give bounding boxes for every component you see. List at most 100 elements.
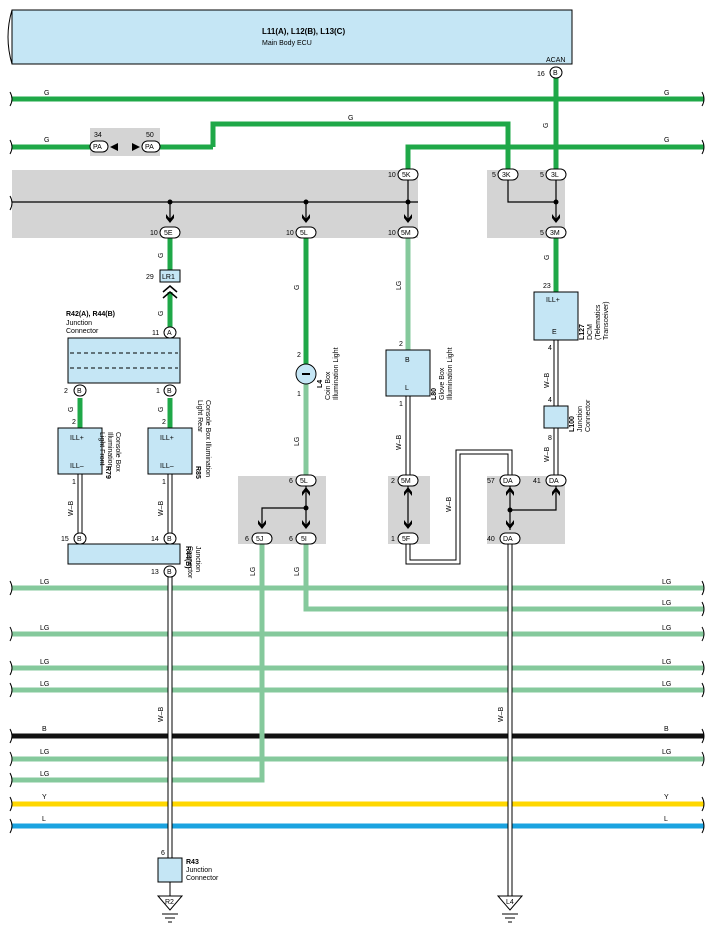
conn-3k: 3K xyxy=(502,172,511,179)
wire-label-lg-v1: LG xyxy=(396,281,403,290)
wire-label-y-1: Y xyxy=(42,794,47,801)
pin-13: 13 xyxy=(151,569,159,576)
pin-23: 23 xyxy=(543,283,551,290)
r42-dashes xyxy=(70,352,178,369)
r44-title: R44(B) xyxy=(184,546,191,569)
l4-title: L4 xyxy=(317,380,324,388)
conn-b-1: B xyxy=(77,388,82,395)
pin-10-5l: 10 xyxy=(286,230,294,237)
r85-title: R85 xyxy=(194,466,201,479)
l80-line1: Glove Box xyxy=(439,367,446,400)
connector-pa-2: PA xyxy=(145,144,154,151)
wire-label-g-5: G xyxy=(348,115,353,122)
wire-label-lg-12: LG xyxy=(40,771,49,778)
r42-line2: Connector xyxy=(66,328,99,335)
pin-15: 15 xyxy=(61,536,69,543)
lr1-double-chevron xyxy=(162,285,178,299)
conn-b-3: B xyxy=(77,536,82,543)
pin-5-3k: 5 xyxy=(492,172,496,179)
wire-label-wb-1: W–B xyxy=(68,501,75,517)
conn-b-2: B xyxy=(167,388,172,395)
conn-5m: 5M xyxy=(401,230,411,237)
conn-5i: 5I xyxy=(301,536,307,543)
l127-pin-e: E xyxy=(552,329,557,336)
wire-label-lg-4: LG xyxy=(40,625,49,632)
pin-41: 41 xyxy=(533,478,541,485)
bus-lines xyxy=(12,78,704,829)
r79-line2: Illumination xyxy=(106,432,113,468)
ecu-subtitle: Main Body ECU xyxy=(262,40,312,47)
l127-line2: (Telematics xyxy=(595,304,602,340)
components xyxy=(57,269,579,883)
r79-title: R79 xyxy=(104,466,111,479)
wire-label-l-2: L xyxy=(664,816,668,823)
wire-label-wb-4: W–B xyxy=(446,497,453,513)
pin-2-r85: 2 xyxy=(162,419,166,426)
pin-6-5j: 6 xyxy=(245,536,249,543)
wire-label-g-1: G xyxy=(44,90,49,97)
wire-label-wb-5: W–B xyxy=(544,373,551,389)
l127-line3: Transceiver) xyxy=(603,301,610,340)
pin-1-5f: 1 xyxy=(391,536,395,543)
wire-label-g-9: G xyxy=(294,285,301,290)
wb-wires-inner xyxy=(78,340,558,896)
r42-title: R42(A), R44(B) xyxy=(66,311,115,318)
pin-11: 11 xyxy=(152,330,159,337)
l4-line1: Coin Box xyxy=(325,371,332,400)
conn-da-3: DA xyxy=(503,536,513,543)
pin-14: 14 xyxy=(151,536,159,543)
ground-icons xyxy=(156,882,524,923)
conn-3m: 3M xyxy=(550,230,560,237)
main-body-ecu: L11(A), L12(B), L13(C) Main Body ECU ACA… xyxy=(7,9,573,65)
wire-label-g-10: G xyxy=(544,255,551,260)
l127-line1: DCM xyxy=(587,324,594,340)
r43-line2: Connector xyxy=(186,875,219,882)
pin-50: 50 xyxy=(146,132,154,139)
conn-5m-lower: 5M xyxy=(401,478,411,485)
pin-4-l100: 4 xyxy=(548,397,552,404)
l80-pin-b: B xyxy=(405,357,410,364)
pin-1-l80: 1 xyxy=(399,401,403,408)
wire-label-lg-5: LG xyxy=(662,625,671,632)
wire-label-lg-2: LG xyxy=(662,579,671,586)
conn-b-5: B xyxy=(167,569,172,576)
r43-line1: Junction xyxy=(186,867,212,874)
ground-l4-label: L4 xyxy=(506,899,514,906)
ecu-title: L11(A), L12(B), L13(C) xyxy=(262,27,345,36)
wire-label-wb-7: W–B xyxy=(158,707,165,723)
wire-label-lg-3: LG xyxy=(662,600,671,607)
pin-10-5k: 10 xyxy=(388,172,396,179)
r43-title: R43 xyxy=(186,859,199,866)
wire-label-wb-2: W–B xyxy=(158,501,165,517)
connector-pa-1: PA xyxy=(93,144,102,151)
pin-1-r85: 1 xyxy=(162,479,166,486)
pin-2-5m: 2 xyxy=(391,478,395,485)
pin-1-r79: 1 xyxy=(72,479,76,486)
break-marks xyxy=(9,91,705,834)
wire-label-lg-7: LG xyxy=(662,659,671,666)
wire-label-wb-6: W–B xyxy=(544,447,551,463)
conn-b-4: B xyxy=(167,536,172,543)
conn-5j: 5J xyxy=(256,536,263,543)
pin-29: 29 xyxy=(146,274,154,281)
conn-a: A xyxy=(167,330,172,337)
l127-title: L127 xyxy=(579,324,586,340)
pin-6-r43: 6 xyxy=(161,850,165,857)
pin-40: 40 xyxy=(487,536,495,543)
pin-2-r79: 2 xyxy=(72,419,76,426)
conn-5k: 5K xyxy=(402,172,411,179)
wire-label-lg-8: LG xyxy=(40,681,49,688)
conn-lr1: LR1 xyxy=(162,274,175,281)
wire-label-g-2: G xyxy=(664,90,669,97)
pin-2-l4: 2 xyxy=(297,352,301,359)
pin-8-l100: 8 xyxy=(548,435,552,442)
r79-ill-minus: ILL– xyxy=(70,463,84,470)
pin-5-3l: 5 xyxy=(540,172,544,179)
pin-6-5l: 6 xyxy=(289,478,293,485)
wire-label-wb-3: W–B xyxy=(396,435,403,451)
r85-line1: Console Box Illumination xyxy=(204,400,211,477)
wire-label-l-1: L xyxy=(42,816,46,823)
pin-10-5e: 10 xyxy=(150,230,158,237)
wire-label-lg-v3: LG xyxy=(250,567,257,576)
wire-label-lg-v4: LG xyxy=(294,567,301,576)
